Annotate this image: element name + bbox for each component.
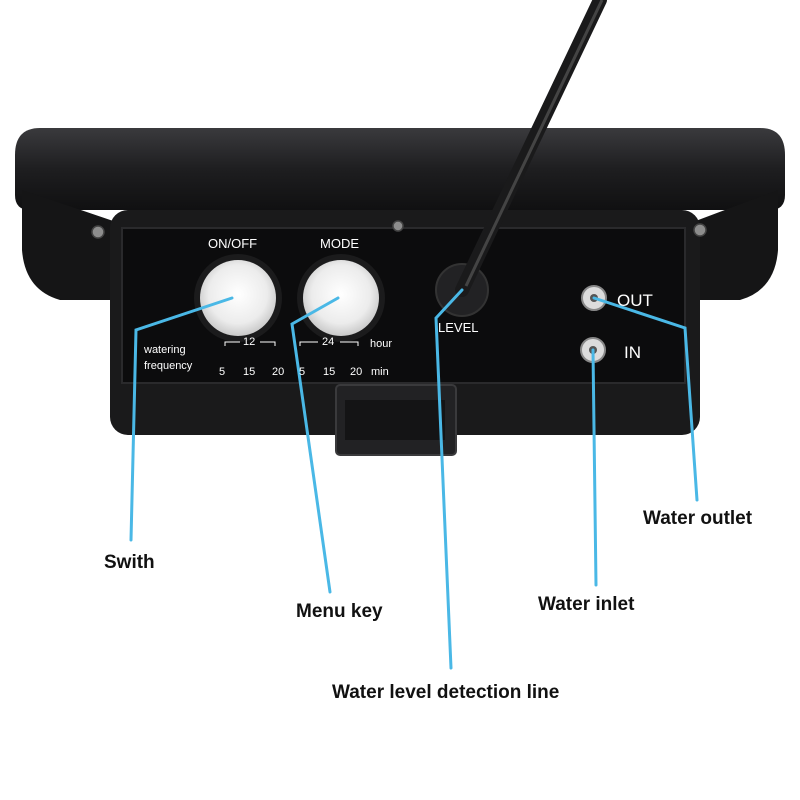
- mode-label: MODE: [320, 236, 359, 251]
- right-wing: [685, 190, 778, 300]
- level-label: LEVEL: [438, 320, 479, 335]
- out-label: OUT: [617, 291, 653, 310]
- hour-label: hour: [370, 338, 393, 350]
- scale-bracket: [260, 341, 276, 346]
- callout-level-line: Water level detection line: [332, 682, 560, 703]
- tick-label: 20: [350, 366, 363, 378]
- scale-24-label: 24: [322, 336, 335, 348]
- screw-icon: [693, 223, 707, 237]
- device-housing: [15, 128, 785, 210]
- leader-level-line: [434, 288, 464, 670]
- min-label: min: [371, 366, 389, 378]
- tick-label: 5: [299, 366, 306, 378]
- callout-menu-key: Menu key: [296, 601, 383, 622]
- switch-knob[interactable]: [200, 260, 276, 336]
- scale-12-label: 12: [243, 336, 256, 348]
- in-label: IN: [624, 343, 641, 362]
- tick-label: 15: [323, 366, 336, 378]
- watering-label: watering: [144, 344, 186, 356]
- leader-water-inlet: [591, 348, 598, 587]
- callout-water-outlet: Water outlet: [643, 508, 753, 529]
- leader-switch: [129, 296, 234, 542]
- callout-water-inlet: Water inlet: [538, 594, 635, 615]
- leader-menu-key: [290, 296, 340, 594]
- frequency-label: frequency: [144, 360, 193, 372]
- probe-highlight: [464, 0, 604, 287]
- clip-slot: [345, 400, 445, 440]
- screw-icon: [392, 220, 404, 232]
- tick-label: 20: [272, 366, 285, 378]
- callout-switch: Swith: [104, 552, 155, 573]
- mode-knob[interactable]: [303, 260, 379, 336]
- leader-water-outlet: [592, 296, 699, 502]
- tick-label: 15: [243, 366, 256, 378]
- scale-bracket: [340, 341, 359, 346]
- scale-bracket: [224, 341, 240, 346]
- screw-icon: [91, 225, 105, 239]
- leader-lines: [129, 288, 699, 670]
- left-wing: [22, 190, 125, 300]
- scale-bracket: [299, 341, 318, 346]
- level-probe-wire: [455, 0, 607, 297]
- on-off-label: ON/OFF: [208, 236, 258, 251]
- tick-label: 5: [219, 366, 226, 378]
